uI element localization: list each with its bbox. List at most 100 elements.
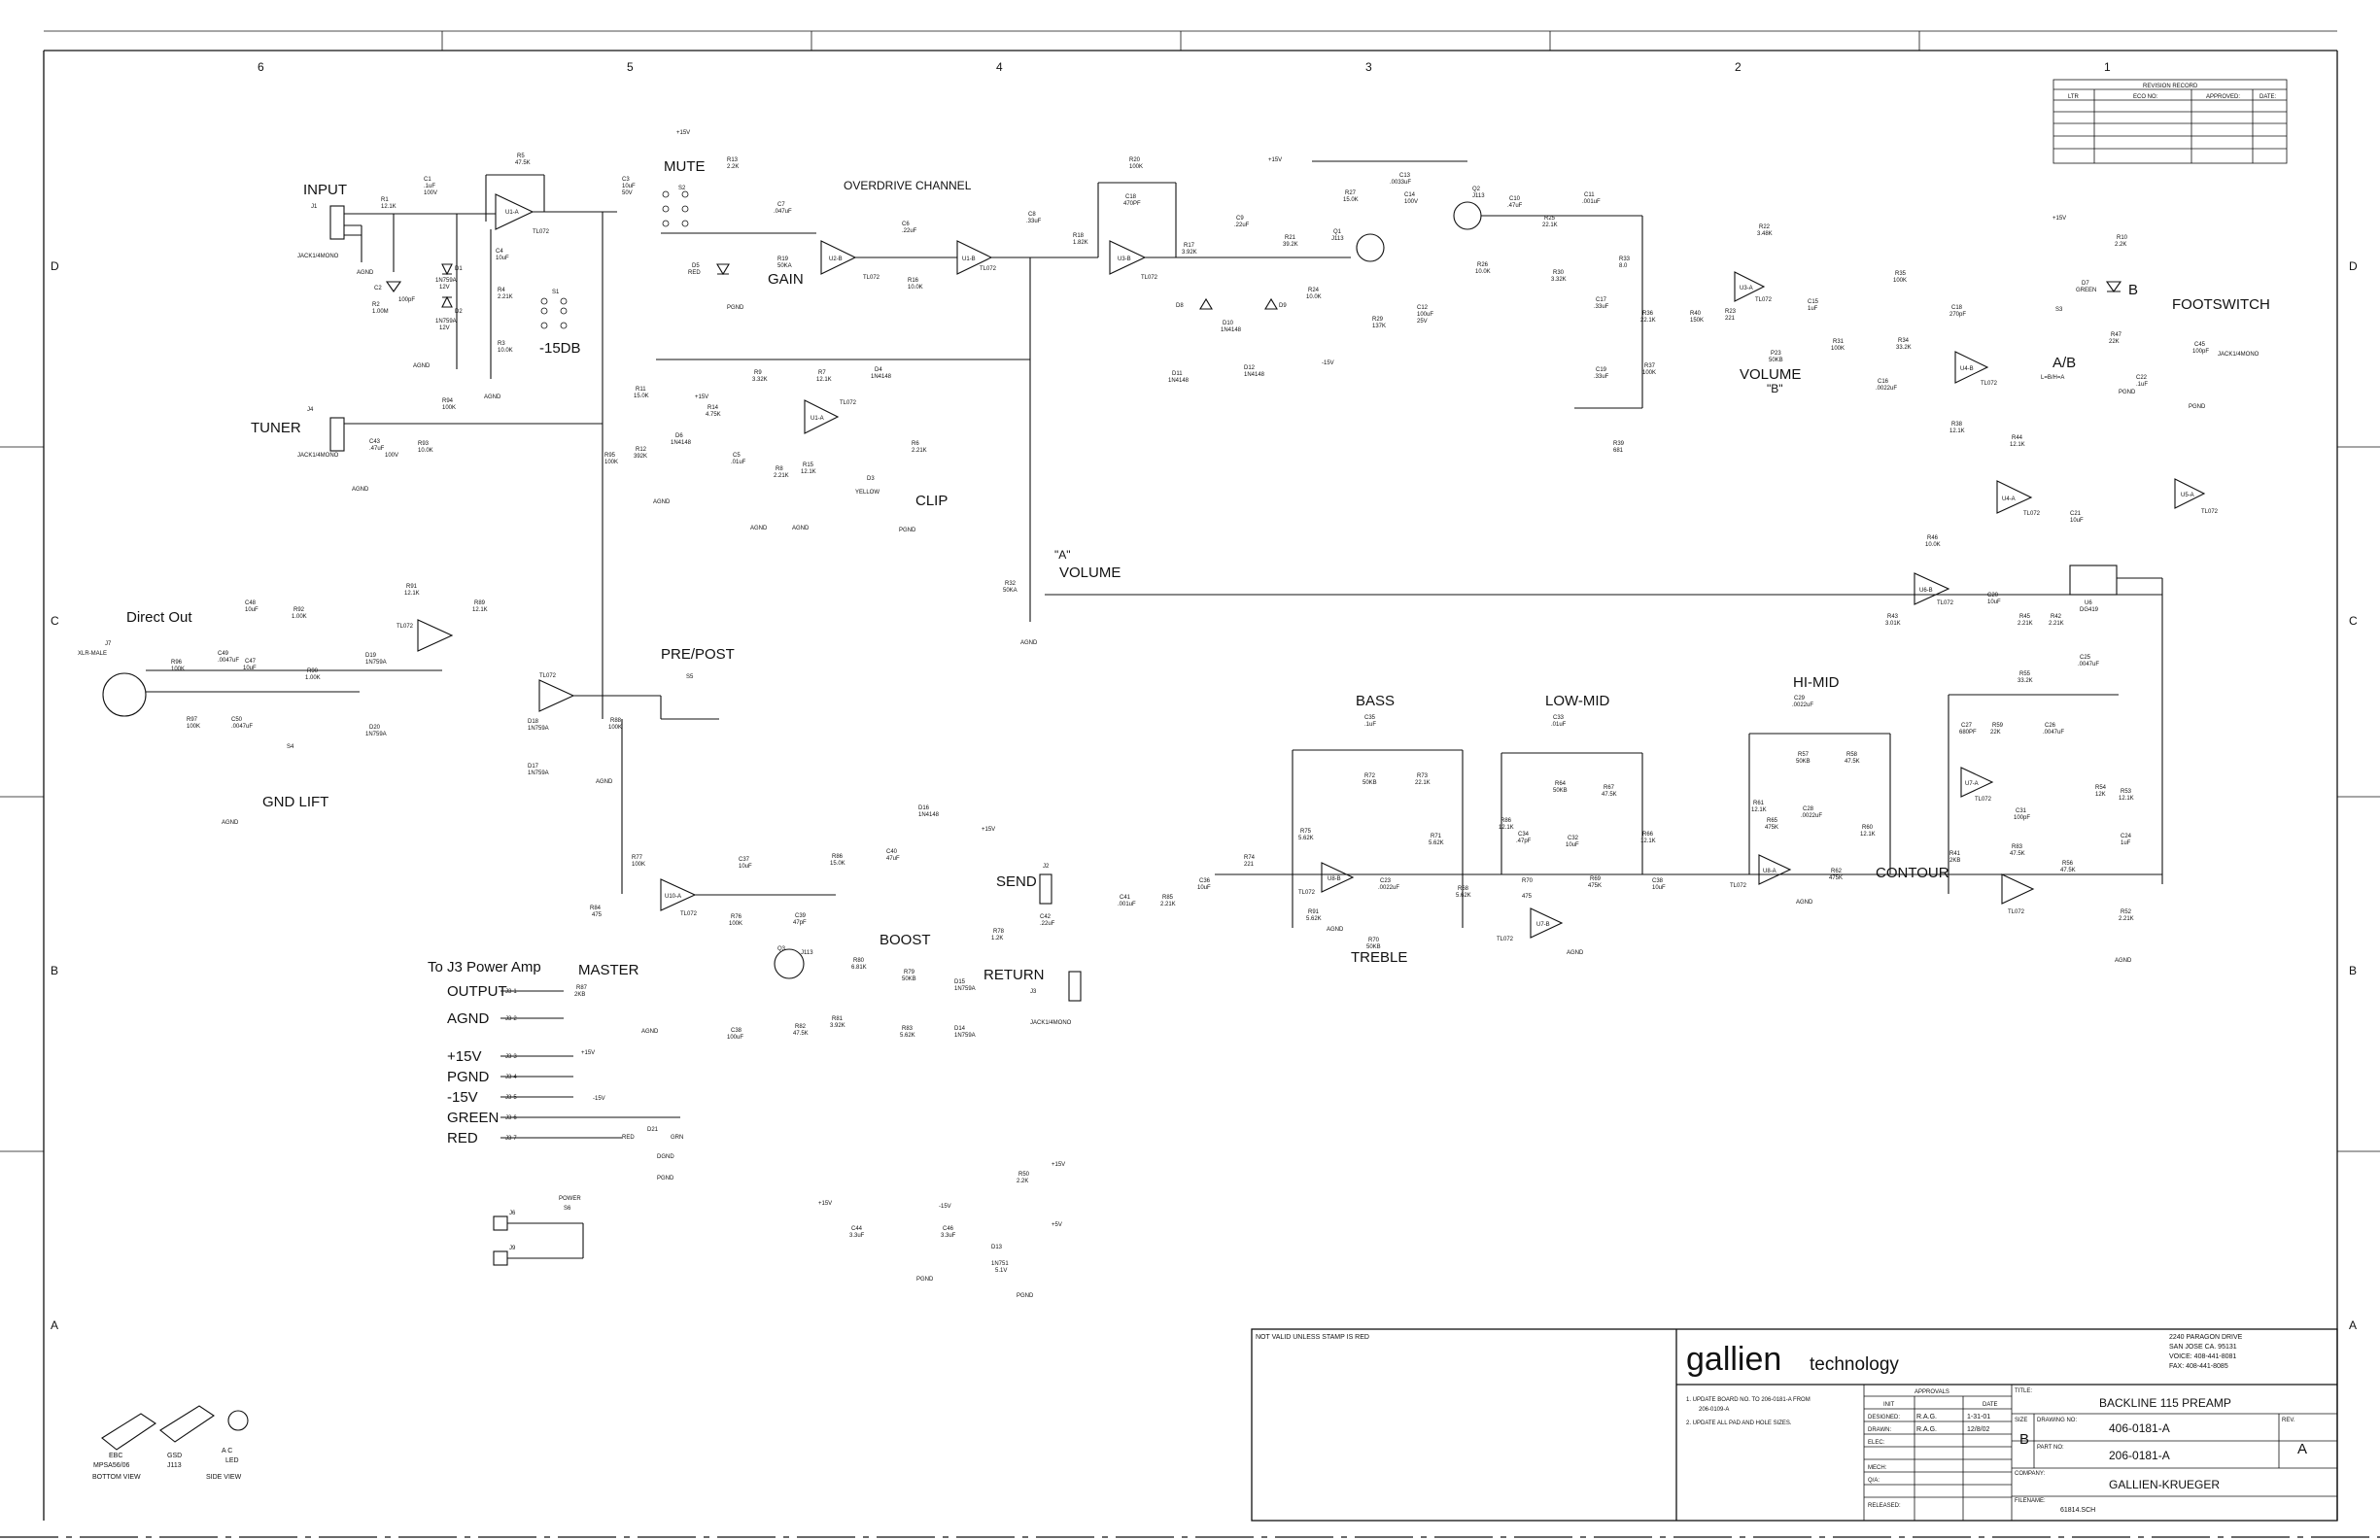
svg-text:Q1: Q1 [1333, 229, 1342, 235]
svg-text:R47: R47 [2111, 332, 2122, 338]
svg-text:475K: 475K [1765, 825, 1778, 831]
low-mid-label: LOW-MID [1545, 693, 1610, 709]
svg-text:8.0: 8.0 [1619, 263, 1628, 269]
svg-text:AGND: AGND [653, 499, 671, 505]
svg-text:U7-A: U7-A [1965, 781, 1979, 787]
opamp-u3a [1734, 271, 1766, 302]
contour-label: CONTOUR [1876, 865, 1949, 881]
svg-text:R79: R79 [904, 970, 915, 975]
svg-text:C27: C27 [1961, 723, 1973, 729]
svg-text:R91: R91 [406, 584, 418, 590]
svg-text:C15: C15 [1808, 299, 1819, 305]
svg-text:2.21K: 2.21K [912, 448, 927, 454]
svg-text:1N4148: 1N4148 [871, 374, 892, 380]
svg-text:C8: C8 [1028, 212, 1036, 218]
svg-text:REVISION RECORD: REVISION RECORD [2143, 84, 2198, 89]
svg-text:50KA: 50KA [1003, 588, 1018, 594]
svg-text:.1uF: .1uF [1364, 722, 1376, 728]
opamp-u6b [1914, 572, 1950, 605]
svg-text:C14: C14 [1404, 192, 1416, 198]
svg-text:+15V: +15V [1052, 1162, 1065, 1168]
svg-text:R73: R73 [1417, 773, 1429, 779]
svg-text:DGND: DGND [657, 1154, 674, 1160]
svg-text:YELLOW: YELLOW [855, 490, 880, 496]
svg-text:R34: R34 [1898, 338, 1910, 344]
svg-text:+5V: +5V [1052, 1222, 1062, 1228]
svg-text:.33uF: .33uF [1026, 219, 1042, 224]
filename: 61814.SCH [2060, 1507, 2095, 1514]
svg-text:12.1K: 12.1K [381, 204, 397, 210]
diode-d8 [1199, 297, 1213, 310]
svg-text:47.5K: 47.5K [1602, 792, 1617, 798]
svg-text:C7: C7 [777, 202, 785, 208]
svg-text:10.0K: 10.0K [498, 348, 513, 354]
svg-text:R8: R8 [776, 466, 783, 472]
svg-text:+15V: +15V [2052, 216, 2066, 222]
svg-text:.0022uF: .0022uF [1876, 386, 1897, 392]
svg-text:R97: R97 [187, 717, 198, 723]
svg-text:D18: D18 [528, 719, 539, 725]
svg-text:100V: 100V [424, 190, 437, 196]
svg-text:TL072: TL072 [1298, 890, 1316, 896]
svg-text:R58: R58 [1846, 752, 1858, 758]
svg-text:"B": "B" [1767, 382, 1783, 395]
svg-text:C42: C42 [1040, 914, 1052, 920]
svg-text:REV.: REV. [2282, 1418, 2295, 1423]
svg-text:S5: S5 [686, 674, 694, 680]
svg-text:PGND: PGND [899, 528, 916, 533]
stamp-note: NOT VALID UNLESS STAMP IS RED [1256, 1334, 1369, 1341]
company-logo-sub: technology [1810, 1354, 1899, 1375]
svg-text:2KB: 2KB [574, 992, 585, 998]
svg-text:+15V: +15V [1268, 157, 1282, 163]
svg-text:1N759A: 1N759A [954, 986, 976, 992]
zone-1: 1 [2104, 60, 2111, 74]
svg-text:AGND: AGND [596, 779, 613, 785]
svg-text:R95: R95 [604, 453, 616, 459]
svg-text:.0022uF: .0022uF [1801, 813, 1822, 819]
svg-text:TL072: TL072 [1141, 275, 1158, 281]
svg-text:D8: D8 [1176, 303, 1184, 309]
svg-text:AGND: AGND [750, 526, 768, 531]
svg-text:D13: D13 [991, 1245, 1003, 1250]
svg-text:100K: 100K [187, 724, 200, 730]
svg-text:.1uF: .1uF [2136, 382, 2148, 388]
ab-label: A/B [2052, 355, 2076, 371]
svg-text:R68: R68 [1458, 886, 1469, 892]
svg-text:5.62K: 5.62K [1429, 840, 1444, 846]
svg-text:C50: C50 [231, 717, 243, 723]
svg-text:270pF: 270pF [1949, 312, 1966, 318]
svg-text:JACK1/4MONO: JACK1/4MONO [2218, 352, 2259, 358]
svg-text:-15V: -15V [939, 1204, 951, 1210]
jack-send [1039, 873, 1052, 905]
svg-text:2240 PARAGON DRIVE: 2240 PARAGON DRIVE [2169, 1334, 2243, 1341]
svg-text:R69: R69 [1590, 876, 1602, 882]
svg-text:J3-6: J3-6 [505, 1115, 517, 1121]
svg-text:12K: 12K [2095, 792, 2106, 798]
svg-text:.47pF: .47pF [1516, 838, 1532, 844]
svg-text:-15V: -15V [1322, 360, 1334, 366]
svg-text:D4: D4 [875, 367, 882, 373]
svg-text:C18: C18 [1125, 194, 1137, 200]
svg-text:J3-5: J3-5 [505, 1095, 517, 1101]
zone-2: 2 [1735, 60, 1742, 74]
svg-text:R12: R12 [636, 447, 647, 453]
svg-text:.0047uF: .0047uF [218, 658, 239, 664]
svg-text:C17: C17 [1596, 297, 1607, 303]
svg-text:R93: R93 [418, 441, 430, 447]
svg-text:R85: R85 [1162, 895, 1174, 901]
svg-text:206-0109-A: 206-0109-A [1699, 1407, 1729, 1413]
svg-text:R6: R6 [912, 441, 919, 447]
svg-text:50KA: 50KA [777, 263, 792, 269]
to92-package-1 [101, 1413, 156, 1451]
svg-text:1N4148: 1N4148 [918, 812, 940, 818]
company-logo-text: gallien [1686, 1341, 1781, 1378]
svg-text:392K: 392K [634, 454, 647, 460]
svg-text:3.92K: 3.92K [1182, 250, 1197, 256]
svg-text:J3: J3 [1030, 989, 1037, 995]
svg-text:R7: R7 [818, 370, 826, 376]
svg-text:D11: D11 [1172, 371, 1183, 377]
svg-text:PGND: PGND [727, 305, 744, 311]
svg-text:R74: R74 [1244, 855, 1256, 861]
svg-text:C43: C43 [369, 439, 381, 445]
svg-text:R36: R36 [1642, 311, 1654, 317]
